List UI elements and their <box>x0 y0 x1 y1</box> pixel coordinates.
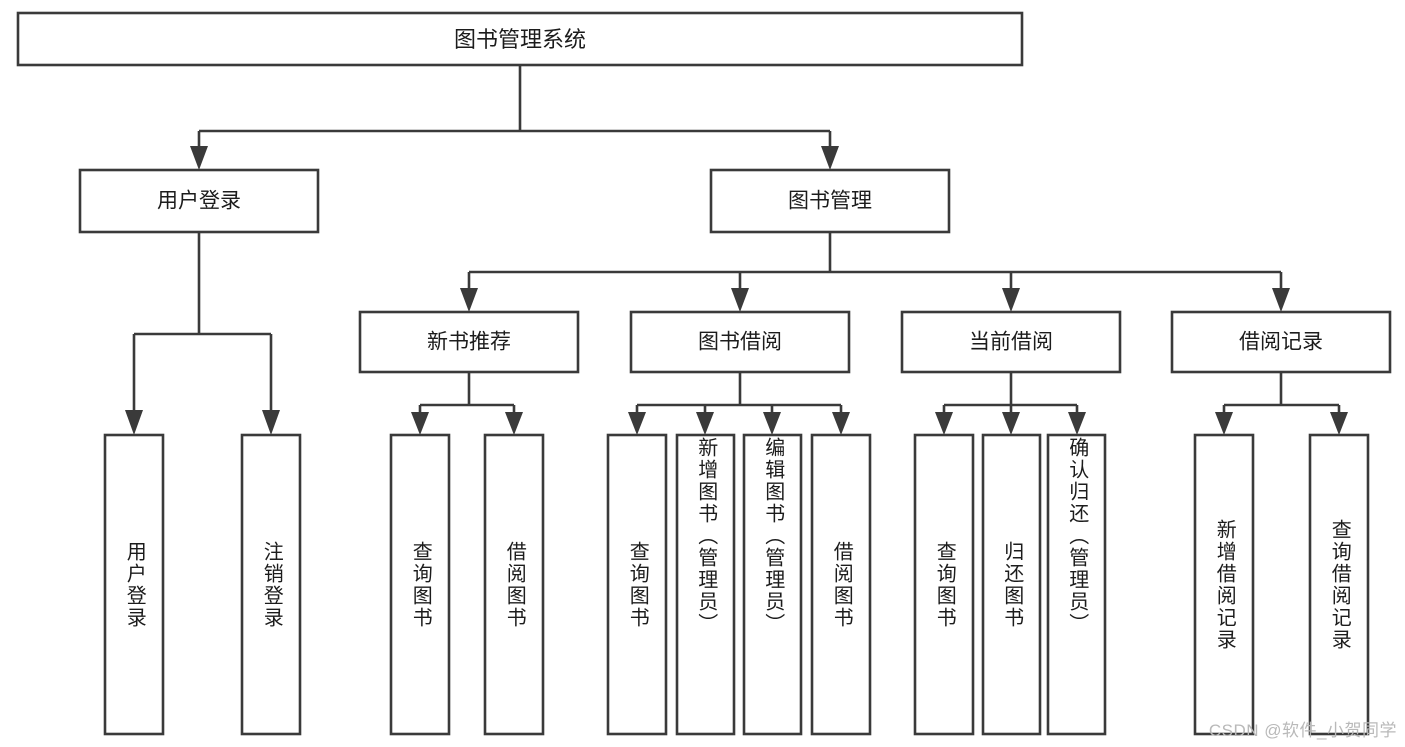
node-new-book-recommend[interactable]: 新书推荐 <box>358 310 580 374</box>
arrow-head-leaf-query-book-2 <box>628 412 646 435</box>
arrow-head-leaf-borrow-book-2 <box>832 412 850 435</box>
arrow-head-leaf-edit-book <box>763 412 781 435</box>
arrow-head-leaf-return-book <box>1002 412 1020 435</box>
node-current-borrow-box[interactable] <box>900 310 1122 374</box>
node-user-login[interactable]: 用户登录 <box>78 168 320 234</box>
arrow-head-leaf-query-book-3 <box>935 412 953 435</box>
node-leaf-edit-book-box[interactable] <box>742 433 803 736</box>
node-leaf-query-book-3-box[interactable] <box>913 433 975 736</box>
node-new-book-recommend-label: 新书推荐 <box>427 331 511 354</box>
node-root[interactable]: 图书管理系统 <box>16 11 1024 67</box>
arrow-head-leaf-confirm-return <box>1068 412 1086 435</box>
node-current-borrow-label: 当前借阅 <box>969 331 1053 354</box>
arrow-head-leaf-query-record <box>1330 412 1348 435</box>
node-leaf-logout-login-box[interactable] <box>240 433 302 736</box>
node-user-login-label: 用户登录 <box>157 190 241 213</box>
node-book-borrow-box[interactable] <box>629 310 851 374</box>
arrow-head-book-borrow <box>731 288 749 312</box>
node-leaf-borrow-book-2-box[interactable] <box>810 433 872 736</box>
arrow-head-leaf-add-record <box>1215 412 1233 435</box>
node-borrow-record-label: 借阅记录 <box>1239 331 1323 354</box>
arrow-head-user-login <box>190 146 208 170</box>
arrow-head-leaf-add-book <box>696 412 714 435</box>
arrow-head-leaf-logout-login <box>262 410 280 435</box>
node-leaf-query-book-2-box[interactable] <box>606 433 668 736</box>
node-book-management-box[interactable] <box>709 168 951 234</box>
node-leaf-add-record-box[interactable] <box>1193 433 1255 736</box>
node-leaf-query-record-box[interactable] <box>1308 433 1370 736</box>
arrow-head-book-management <box>821 146 839 170</box>
node-book-management[interactable]: 图书管理 <box>709 168 951 234</box>
node-root-box[interactable] <box>16 11 1024 67</box>
arrow-head-leaf-borrow-book-1 <box>505 412 523 435</box>
node-current-borrow[interactable]: 当前借阅 <box>900 310 1122 374</box>
node-leaf-add-book-box[interactable] <box>675 433 736 736</box>
node-book-borrow-label: 图书借阅 <box>698 331 782 354</box>
node-leaf-return-book-box[interactable] <box>981 433 1042 736</box>
node-leaf-user-login-box[interactable] <box>103 433 165 736</box>
node-borrow-record-box[interactable] <box>1170 310 1392 374</box>
node-leaf-confirm-return-box[interactable] <box>1046 433 1107 736</box>
node-book-borrow[interactable]: 图书借阅 <box>629 310 851 374</box>
arrow-head-borrow-record <box>1272 288 1290 312</box>
node-leaf-query-book-1-box[interactable] <box>389 433 451 736</box>
arrow-head-leaf-query-book-1 <box>411 412 429 435</box>
node-book-management-label: 图书管理 <box>788 190 872 213</box>
node-new-book-recommend-box[interactable] <box>358 310 580 374</box>
node-leaf-borrow-book-1-box[interactable] <box>483 433 545 736</box>
node-root-label: 图书管理系统 <box>454 27 586 52</box>
arrow-head-current-borrow <box>1002 288 1020 312</box>
node-borrow-record[interactable]: 借阅记录 <box>1170 310 1392 374</box>
arrow-head-leaf-user-login <box>125 410 143 435</box>
arrow-head-new-book-recommend <box>460 288 478 312</box>
